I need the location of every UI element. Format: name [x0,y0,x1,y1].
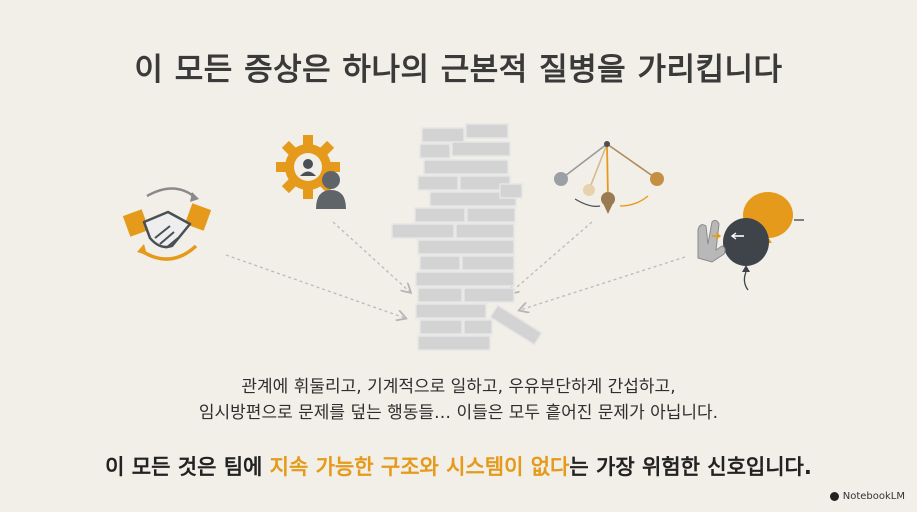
arrow-handshake-to-tower [225,254,405,318]
page-title: 이 모든 증상은 하나의 근본적 질병을 가리킵니다 [134,52,783,88]
conclusion-highlight: 지속 가능한 구조와 시스템이 없다 [269,455,570,479]
hand-balloon-icon [697,192,804,291]
arrow-balloon-to-tower [520,256,686,310]
conclusion-part-1: 이 모든 것은 팀에 [105,455,270,479]
arrow-gear-to-tower [332,221,410,292]
body-line-2: 임시방편으로 문제를 덮는 행동들… 이들은 모두 흩어진 문제가 아닙니다. [198,403,719,423]
body-line-1: 관계에 휘둘리고, 기계적으로 일하고, 우유부단하게 간섭하고, [241,377,676,397]
jenga-tower-icon [391,123,543,351]
watermark-label: NotebookLM [842,491,905,502]
arrow-pendulum-to-tower [510,221,593,293]
gear-person-icon [276,135,346,209]
conclusion-part-2: 는 가장 위험한 신호입니다. [569,455,812,479]
handshake-icon [122,187,212,261]
conclusion-text: 이 모든 것은 팀에 지속 가능한 구조와 시스템이 없다는 가장 위험한 신호… [0,451,917,481]
pendulum-icon [554,141,664,214]
notebooklm-logo-icon [829,492,839,501]
watermark: NotebookLM [829,491,905,502]
body-text: 관계에 휘둘리고, 기계적으로 일하고, 우유부단하게 간섭하고, 임시방편으로… [0,374,917,426]
